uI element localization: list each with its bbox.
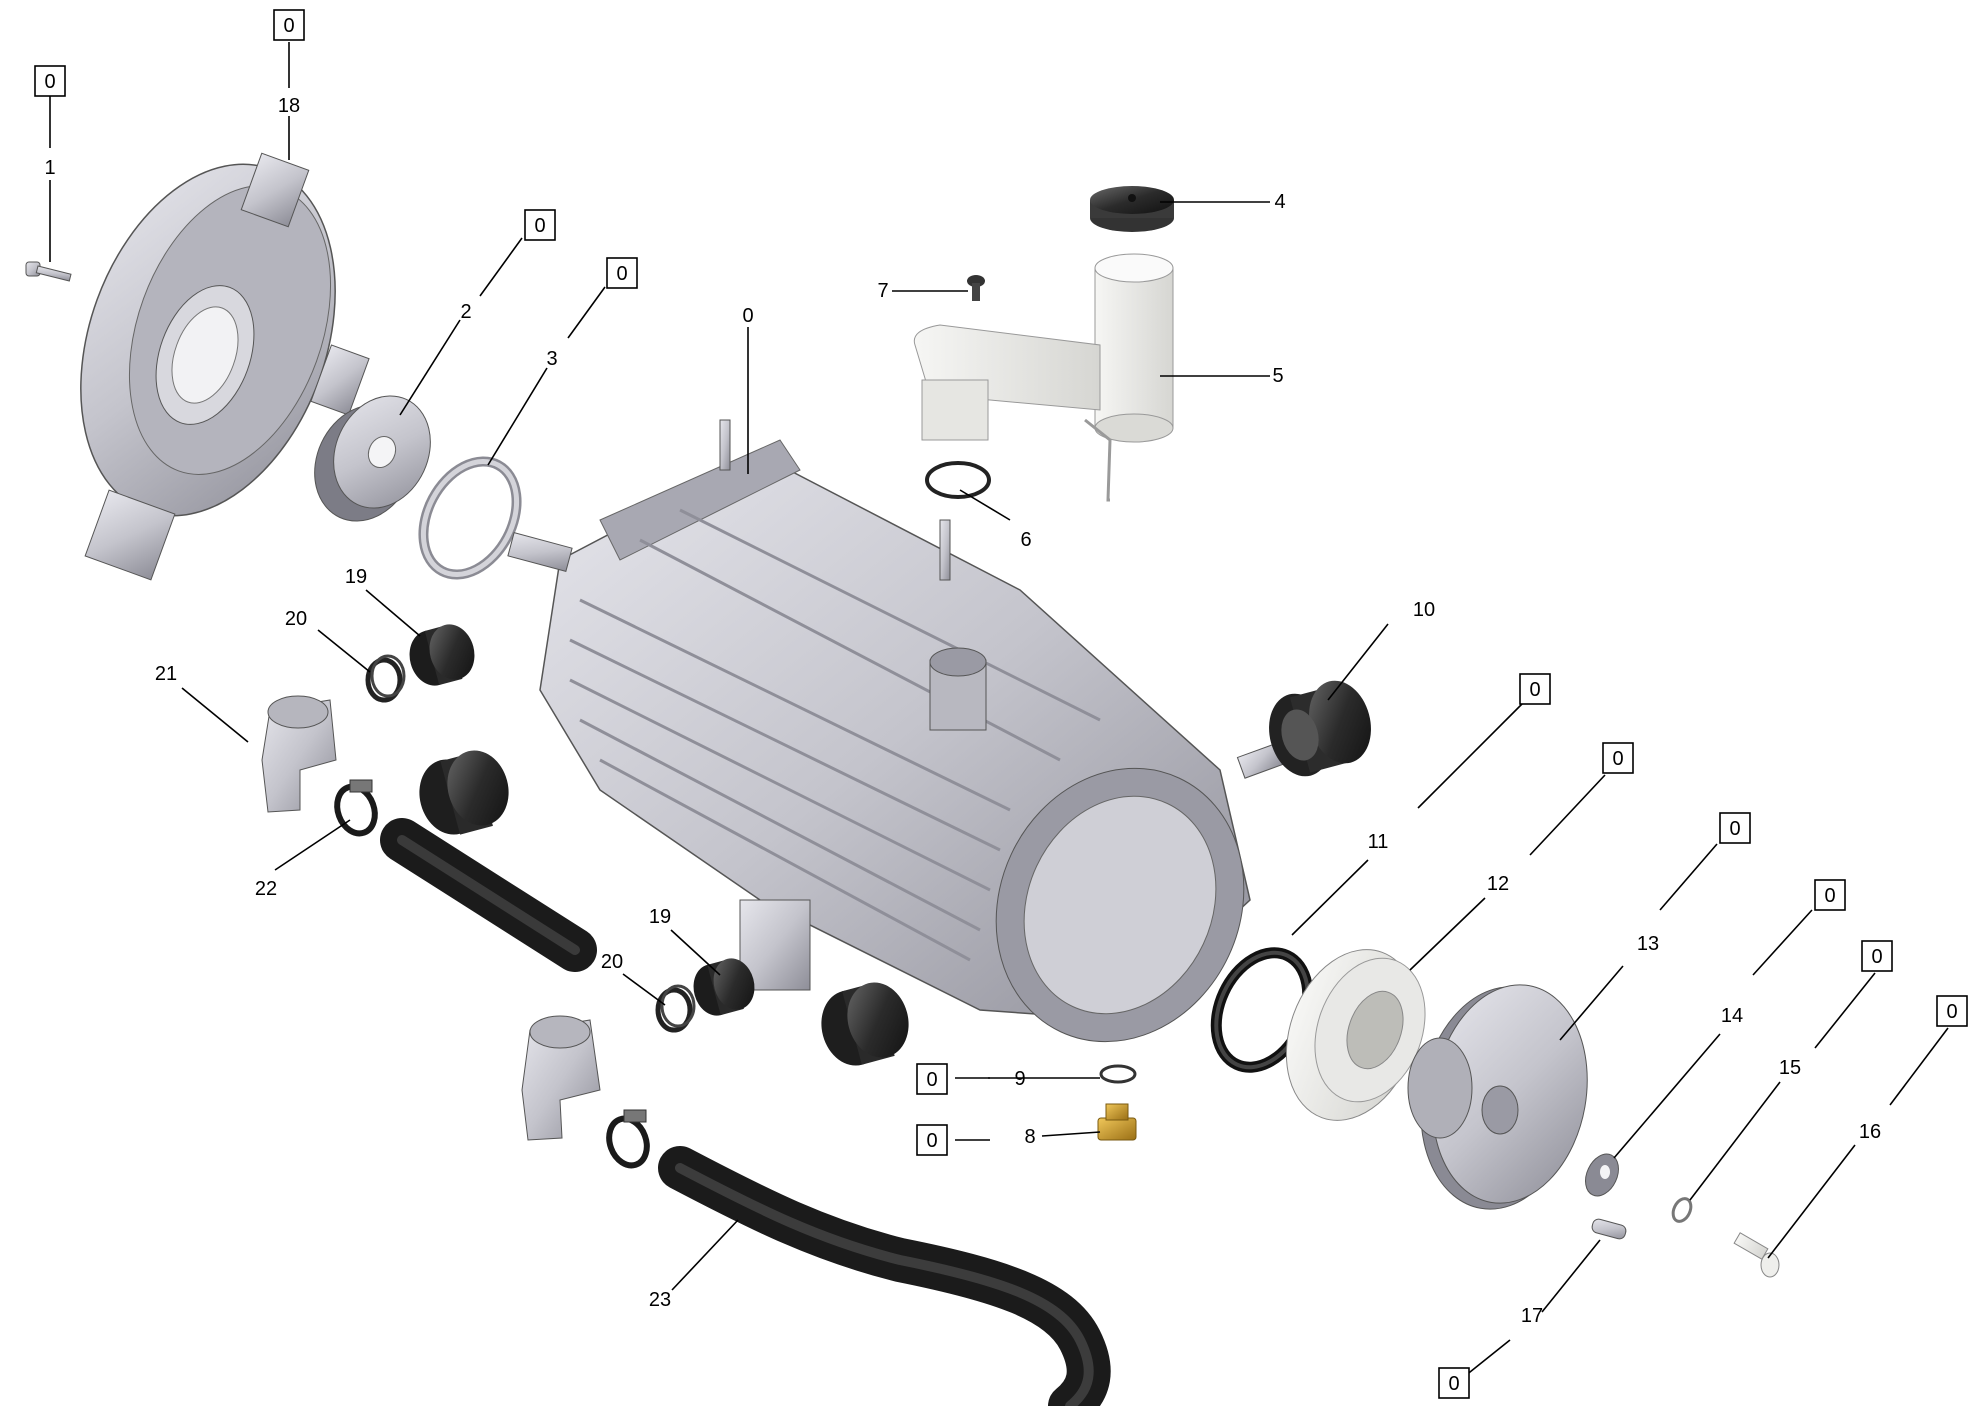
elbow-part-21 bbox=[261, 695, 337, 813]
clamp-part-22 bbox=[334, 779, 378, 837]
callout-13: 13 bbox=[1637, 933, 1659, 955]
bushing-lower bbox=[821, 982, 909, 1066]
callout-19-upper: 19 bbox=[345, 566, 367, 588]
ref-box-5: 0 bbox=[1519, 673, 1551, 705]
callout-6: 6 bbox=[1020, 529, 1031, 551]
lock-washer-part-15 bbox=[1671, 1197, 1693, 1223]
valve-seat-part-19-upper bbox=[409, 624, 475, 686]
callout-19-lower: 19 bbox=[649, 906, 671, 928]
bearing-part-12 bbox=[1285, 949, 1426, 1121]
hose-short bbox=[380, 818, 597, 972]
reservoir-part-5 bbox=[913, 253, 1174, 502]
disc-part-2 bbox=[314, 395, 431, 522]
callout-14: 14 bbox=[1721, 1005, 1743, 1027]
plug-part-8 bbox=[1097, 1103, 1137, 1141]
pump-housing-part-0 bbox=[507, 419, 1284, 1043]
ref-box-13: 0 bbox=[1438, 1367, 1470, 1399]
ref-box-9: 0 bbox=[1861, 940, 1893, 972]
ref-box-label: 0 bbox=[44, 71, 55, 93]
spring-part-20-lower bbox=[655, 984, 696, 1033]
callout-1: 1 bbox=[44, 157, 55, 179]
ref-box-label: 0 bbox=[1448, 1373, 1459, 1395]
ref-box-2: 0 bbox=[34, 65, 66, 97]
washer-part-14 bbox=[1585, 1153, 1619, 1197]
callout-10: 10 bbox=[1413, 599, 1435, 621]
bushing-part-10 bbox=[1269, 680, 1371, 777]
ref-box-label: 0 bbox=[283, 15, 294, 37]
callout-21: 21 bbox=[155, 663, 177, 685]
callout-22: 22 bbox=[255, 878, 277, 900]
ref-box-label: 0 bbox=[534, 215, 545, 237]
clamp-lower bbox=[606, 1109, 650, 1169]
ref-box-label: 0 bbox=[616, 263, 627, 285]
ref-box-label: 0 bbox=[1946, 1001, 1957, 1023]
ring-part-9 bbox=[1099, 1064, 1137, 1084]
ref-box-label: 0 bbox=[1824, 885, 1835, 907]
bolt-part-1 bbox=[25, 261, 72, 282]
ref-box-8: 0 bbox=[1814, 879, 1846, 911]
callout-16: 16 bbox=[1859, 1121, 1881, 1143]
callout-11: 11 bbox=[1368, 831, 1389, 853]
screw-part-16 bbox=[1733, 1232, 1780, 1278]
callout-15: 15 bbox=[1779, 1057, 1801, 1079]
callout-17: 17 bbox=[1521, 1305, 1543, 1327]
ref-box-11: 0 bbox=[916, 1063, 948, 1095]
ref-box-label: 0 bbox=[1612, 748, 1623, 770]
o-ring-part-6 bbox=[925, 461, 991, 499]
ref-box-label: 0 bbox=[1529, 679, 1540, 701]
hose-part-23 bbox=[658, 1146, 1111, 1406]
ring-part-3 bbox=[418, 456, 522, 580]
cap-part-4 bbox=[1090, 186, 1174, 232]
bushing-middle bbox=[419, 750, 509, 835]
leader-lines bbox=[49, 42, 1949, 1381]
callout-2: 2 bbox=[460, 301, 471, 323]
ref-box-label: 0 bbox=[926, 1130, 937, 1152]
ref-box-10: 0 bbox=[1936, 995, 1968, 1027]
callout-5: 5 bbox=[1272, 365, 1283, 387]
callout-12: 12 bbox=[1487, 873, 1509, 895]
ref-box-4: 0 bbox=[606, 257, 638, 289]
callout-3: 3 bbox=[546, 348, 557, 370]
screw-part-7 bbox=[967, 275, 985, 301]
ref-box-6: 0 bbox=[1602, 742, 1634, 774]
callout-18: 18 bbox=[278, 95, 300, 117]
callout-23: 23 bbox=[649, 1289, 671, 1311]
callout-8: 8 bbox=[1024, 1126, 1035, 1148]
callout-20-lower: 20 bbox=[601, 951, 623, 973]
ref-box-3: 0 bbox=[524, 209, 556, 241]
ref-box-1: 0 bbox=[273, 9, 305, 41]
callout-7: 7 bbox=[877, 280, 888, 302]
callout-20-upper: 20 bbox=[285, 608, 307, 630]
ref-box-label: 0 bbox=[1871, 946, 1882, 968]
ref-box-label: 0 bbox=[926, 1069, 937, 1091]
spring-part-20-upper bbox=[365, 654, 406, 703]
callout-4: 4 bbox=[1274, 191, 1285, 213]
callout-9: 9 bbox=[1014, 1068, 1025, 1090]
flange-housing-part bbox=[80, 152, 370, 581]
callout-0: 0 bbox=[742, 305, 753, 327]
ref-box-12: 0 bbox=[916, 1124, 948, 1156]
elbow-lower bbox=[521, 1015, 601, 1141]
plate-part-13 bbox=[1407, 984, 1588, 1210]
key-part-17 bbox=[1591, 1218, 1627, 1240]
ref-box-7: 0 bbox=[1719, 812, 1751, 844]
ref-box-label: 0 bbox=[1729, 818, 1740, 840]
